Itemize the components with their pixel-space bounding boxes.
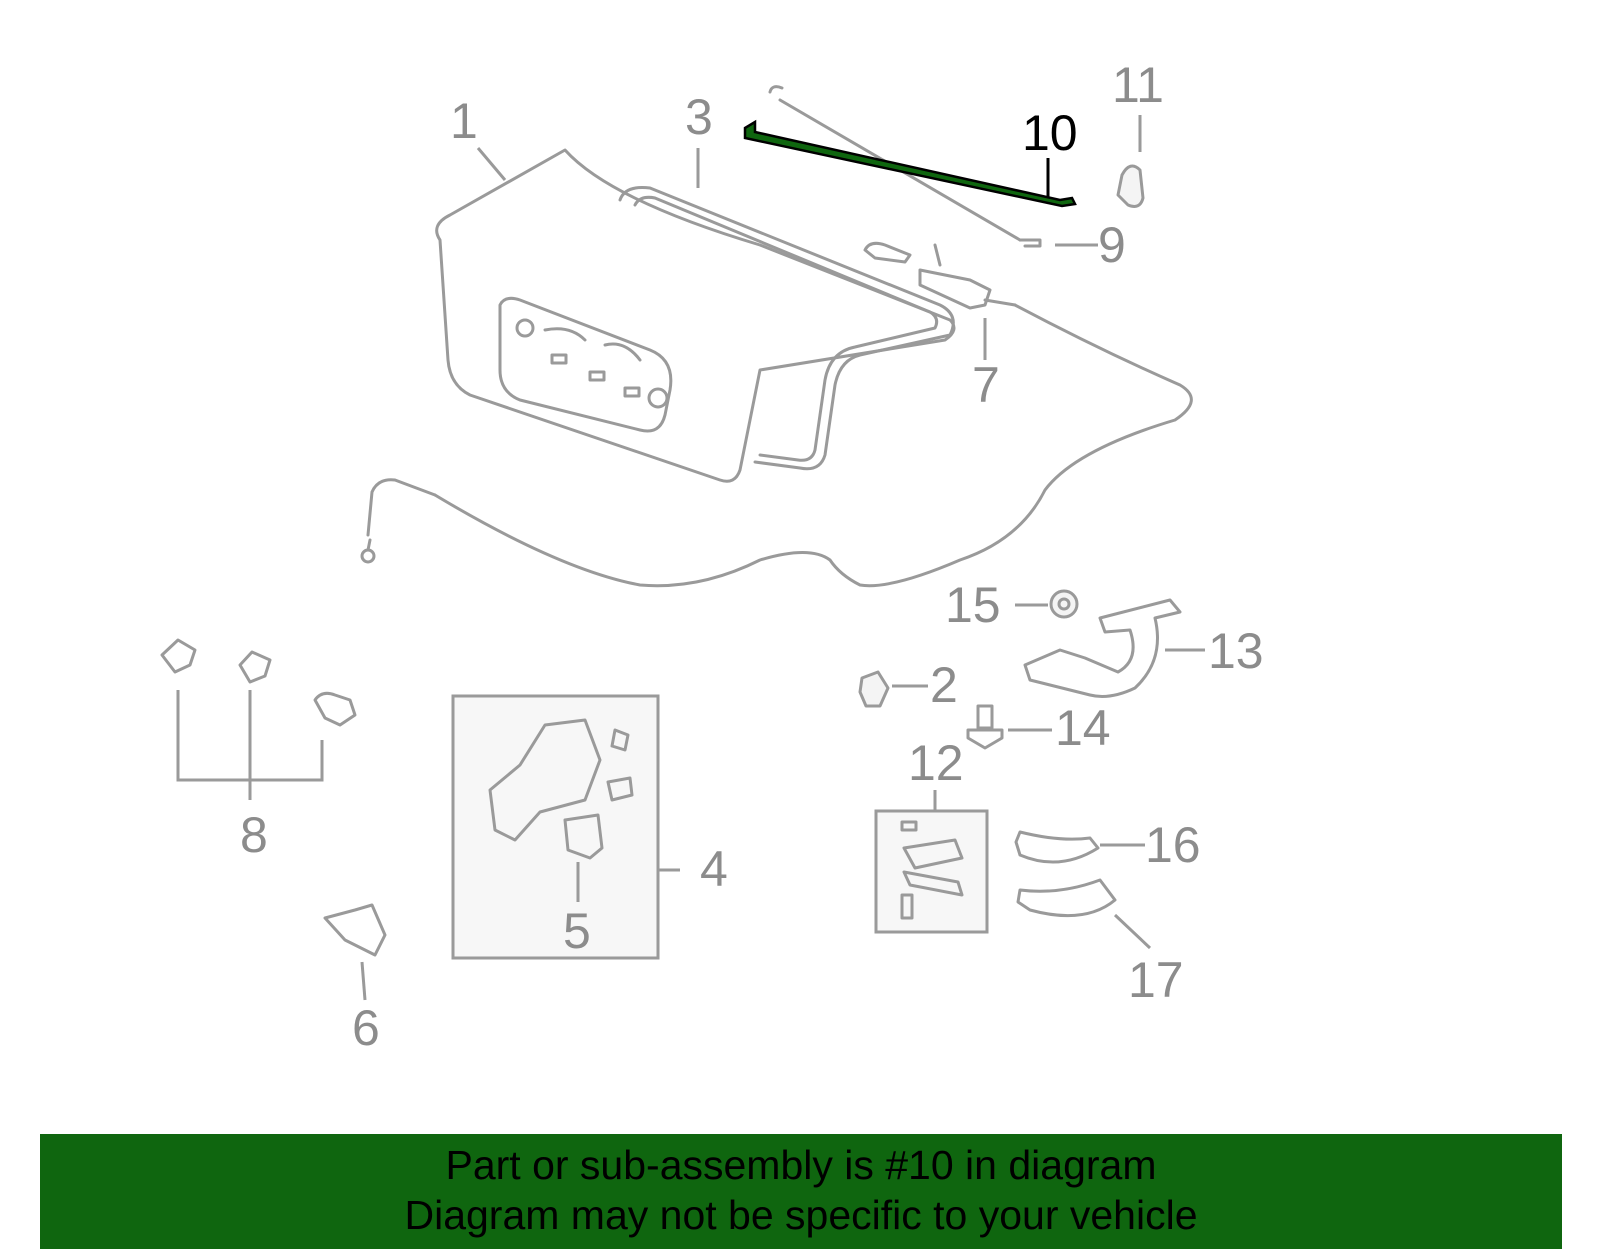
- banner-line-disclaimer: Diagram may not be specific to your vehi…: [404, 1192, 1198, 1238]
- callout-8: 8: [240, 807, 268, 863]
- torsion-bar-highlighted: [743, 119, 1077, 208]
- clip-2: [858, 670, 890, 708]
- striker-6: [323, 903, 387, 957]
- callout-3: 3: [685, 89, 713, 145]
- banner-line-part: Part or sub-assembly is #10 in diagram: [445, 1142, 1157, 1188]
- bumper-11: [1116, 164, 1145, 208]
- callout-16: 16: [1145, 817, 1201, 873]
- trunk-lid: [435, 148, 956, 483]
- torsion-bars: [743, 85, 1077, 248]
- callout-13: 13: [1208, 623, 1264, 679]
- bumper-15: [1049, 589, 1079, 619]
- callout-10: 10: [1022, 105, 1078, 161]
- leader-lines: [360, 115, 1205, 1001]
- callout-14: 14: [1055, 700, 1111, 756]
- weatherstrip: [618, 186, 955, 471]
- callout-15: 15: [945, 577, 1001, 633]
- info-banner: Part or sub-assembly is #10 in diagram D…: [40, 1134, 1562, 1249]
- lock-assembly-box: [451, 694, 680, 960]
- clips-8: [160, 638, 357, 800]
- callout-12: 12: [908, 735, 964, 791]
- callout-6: 6: [352, 1000, 380, 1056]
- callout-5: 5: [563, 903, 591, 959]
- callout-4: 4: [700, 841, 728, 897]
- bolt-14: [966, 704, 1004, 750]
- lock-kit-box: [874, 790, 989, 934]
- callout-11: 11: [1112, 57, 1164, 113]
- callout-1: 1: [450, 93, 478, 149]
- callout-7: 7: [972, 357, 1000, 413]
- callout-labels: 1 2 3 4 5 6 7 8 9 10 11 12 13 14 15 16 1…: [240, 57, 1264, 1056]
- cover-16: [1014, 830, 1100, 864]
- hinge-13: [1023, 598, 1182, 698]
- callout-2: 2: [930, 657, 958, 713]
- callout-9: 9: [1098, 217, 1126, 273]
- callout-17: 17: [1128, 952, 1184, 1008]
- release-cable: [360, 241, 1193, 588]
- cover-17: [1016, 878, 1117, 918]
